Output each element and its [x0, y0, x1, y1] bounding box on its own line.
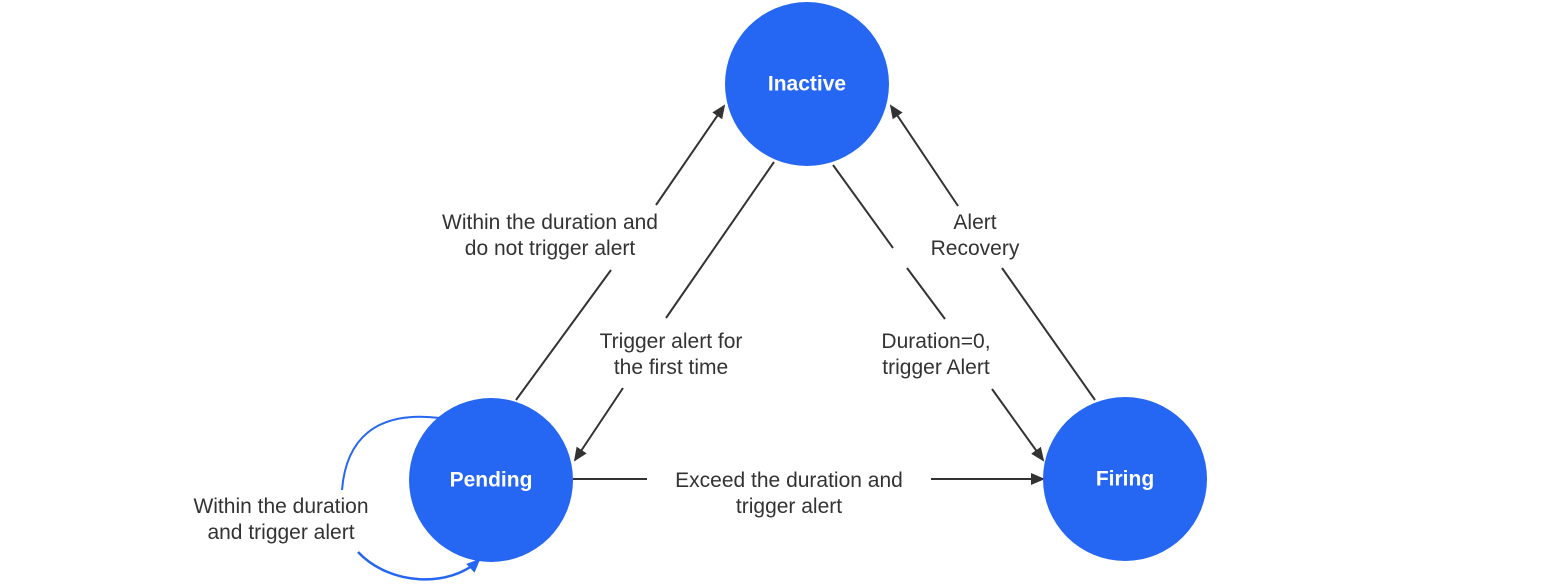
- label-firing-to-inactive: Alert Recovery: [931, 211, 1020, 260]
- label-pending-to-inactive-line1: Within the duration and: [442, 211, 658, 234]
- edge-inactive-to-pending-segment-1: [665, 161, 775, 319]
- node-firing: Firing: [1043, 397, 1207, 561]
- label-pending-to-inactive: Within the duration and do not trigger a…: [442, 211, 658, 260]
- edge-inactive-to-pending-segment-2: [573, 387, 624, 462]
- label-inactive-to-pending: Trigger alert for the first time: [600, 330, 743, 379]
- label-pending-self-loop: Within the duration and trigger alert: [193, 495, 368, 544]
- node-inactive-circle: [725, 2, 889, 166]
- label-firing-to-inactive-line2: Recovery: [931, 237, 1020, 260]
- node-pending-circle: [409, 398, 573, 562]
- label-inactive-to-firing-line2: trigger Alert: [882, 356, 990, 379]
- label-pending-to-firing-line1: Exceed the duration and: [675, 469, 903, 492]
- node-inactive-label: Inactive: [768, 73, 846, 96]
- edge-pending-to-inactive-segment-1: [515, 269, 612, 401]
- label-inactive-to-pending-line2: the first time: [614, 356, 728, 379]
- label-inactive-to-firing-line1: Duration=0,: [881, 330, 990, 353]
- edge-firing-to-inactive-segment-2: [889, 104, 959, 207]
- edge-pending-self-loop-return: [357, 551, 481, 581]
- edge-inactive-to-firing-segment-3: [991, 388, 1045, 462]
- label-pending-to-firing: Exceed the duration and trigger alert: [675, 469, 903, 518]
- node-inactive: Inactive: [725, 2, 889, 166]
- edge-firing-to-inactive-segment-1: [1001, 267, 1096, 401]
- edge-inactive-to-firing-segment-2: [906, 267, 946, 320]
- label-inactive-to-firing: Duration=0, trigger Alert: [881, 330, 990, 379]
- label-pending-self-loop-line1: Within the duration: [193, 495, 368, 518]
- label-inactive-to-pending-line1: Trigger alert for: [600, 330, 743, 353]
- edge-pending-to-inactive-segment-2: [655, 104, 726, 206]
- label-firing-to-inactive-line1: Alert: [953, 211, 996, 234]
- node-pending: Pending: [409, 398, 573, 562]
- node-firing-circle: [1043, 397, 1207, 561]
- label-pending-to-inactive-line2: do not trigger alert: [465, 237, 636, 260]
- label-pending-to-firing-line2: trigger alert: [736, 495, 842, 518]
- edge-pending-self-loop: [341, 415, 441, 491]
- node-firing-label: Firing: [1096, 468, 1154, 491]
- edge-inactive-to-firing-segment-1: [832, 164, 894, 249]
- label-pending-self-loop-line2: and trigger alert: [207, 521, 354, 544]
- node-pending-label: Pending: [450, 469, 533, 492]
